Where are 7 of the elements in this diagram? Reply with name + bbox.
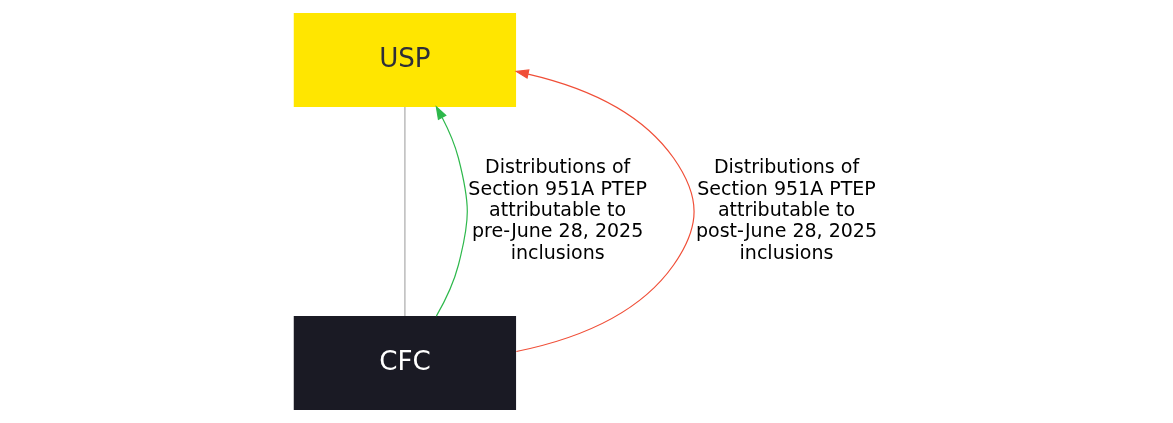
node-box: CFC xyxy=(293,316,517,411)
edge-label: Distributions of Section 951A PTEP attributable to pre-June 28, 2025 inclusions xyxy=(468,155,647,263)
node-box: USP xyxy=(293,12,517,107)
arrow xyxy=(435,105,468,317)
arrow xyxy=(514,69,695,353)
edge-label: Distributions of Section 951A PTEP attributable to post-June 28, 2025 inclusions xyxy=(695,155,878,263)
connector xyxy=(404,106,406,317)
